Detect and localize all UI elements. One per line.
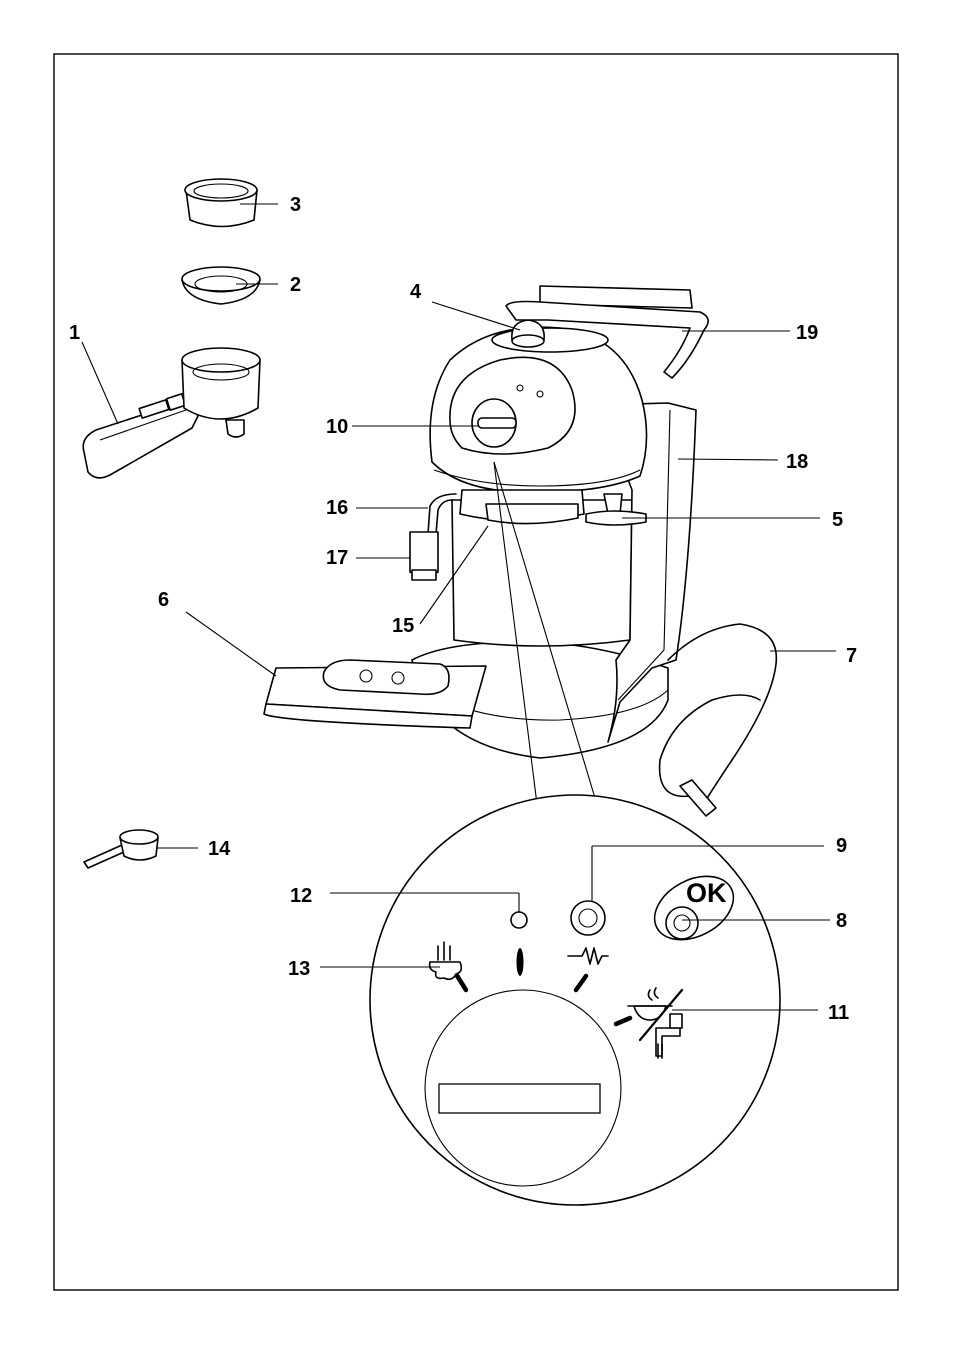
label-17: 17: [326, 547, 348, 569]
measuring-scoop: [84, 830, 158, 868]
label-12: 12: [290, 885, 312, 907]
label-1: 1: [69, 322, 80, 344]
label-10: 10: [326, 416, 348, 438]
label-4: 4: [410, 281, 422, 303]
filter-cup-large: [185, 179, 257, 227]
label-3: 3: [290, 194, 301, 216]
label-16: 16: [326, 497, 348, 519]
label-6: 6: [158, 589, 169, 611]
label-2: 2: [290, 274, 301, 296]
label-5: 5: [832, 509, 843, 531]
indicator-light-12: [511, 912, 527, 928]
label-14: 14: [208, 838, 231, 860]
label-7: 7: [846, 645, 857, 667]
label-11: 11: [828, 1002, 849, 1024]
label-19: 19: [796, 322, 818, 344]
indicator-dash: [517, 948, 524, 976]
label-15: 15: [392, 615, 414, 637]
boiler-button[interactable]: [571, 901, 605, 935]
filter-cup-small: [182, 267, 260, 304]
label-8: 8: [836, 910, 847, 932]
label-9: 9: [836, 835, 847, 857]
label-18: 18: [786, 451, 808, 473]
ok-label: OK: [686, 878, 727, 908]
label-13: 13: [288, 958, 310, 980]
filter-holder: [83, 348, 260, 478]
ok-button[interactable]: [666, 907, 698, 939]
